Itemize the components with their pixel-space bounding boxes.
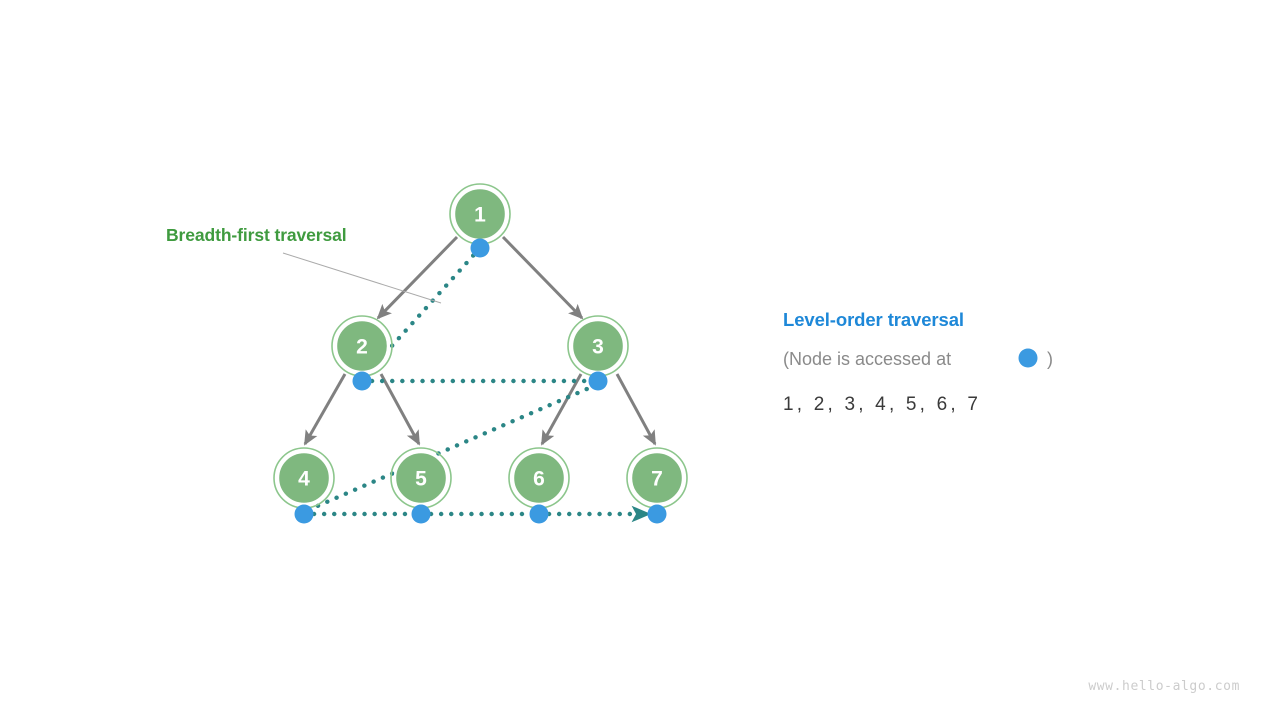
edge-1-3 (501, 235, 584, 320)
visit-dots (294, 238, 667, 524)
edge-2-5 (379, 373, 421, 446)
node-label: 1 (474, 204, 486, 227)
visit-dot-node-1 (470, 238, 490, 258)
edge-2-4 (303, 373, 347, 446)
bfs-annotation: Breadth-first traversal (166, 225, 442, 304)
node-circle (629, 450, 685, 506)
node-label: 2 (356, 336, 368, 359)
visit-dot-node-7 (647, 504, 667, 524)
tree-node-4[interactable]: 4 (273, 447, 335, 509)
legend-visit-dot-icon (1018, 348, 1038, 368)
node-label: 5 (415, 468, 427, 491)
visit-dot-node-5 (411, 504, 431, 524)
tree-node-5[interactable]: 5 (390, 447, 452, 509)
panel-subtitle-after: ) (1047, 349, 1053, 369)
path-3-4 (303, 382, 599, 514)
leader-line (282, 252, 442, 304)
edge-3-7 (615, 373, 657, 446)
panel-subtitle-before: (Node is accessed at (783, 349, 951, 369)
node-label: 7 (651, 468, 663, 491)
node-circle (393, 450, 449, 506)
tree-node-7[interactable]: 7 (626, 447, 688, 509)
tree-node-2[interactable]: 2 (331, 315, 393, 377)
visit-dot-node-2 (352, 371, 372, 391)
node-label: 6 (533, 468, 545, 491)
path-1-2 (361, 245, 483, 380)
tree-node-1[interactable]: 1 (449, 183, 511, 245)
tree-node-6[interactable]: 6 (508, 447, 570, 509)
traversal-path (303, 245, 652, 523)
bfs-label: Breadth-first traversal (166, 225, 347, 245)
watermark: www.hello-algo.com (1088, 679, 1240, 694)
traversal-sequence: 1, 2, 3, 4, 5, 6, 7 (783, 394, 981, 415)
node-label: 3 (592, 336, 604, 359)
visit-dot-node-4 (294, 504, 314, 524)
visit-dot-node-6 (529, 504, 549, 524)
visit-dot-node-3 (588, 371, 608, 391)
tree-node-3[interactable]: 3 (567, 315, 629, 377)
edge-3-6 (540, 373, 583, 446)
node-circle (511, 450, 567, 506)
edge-1-2 (376, 235, 459, 320)
tree-edges (303, 235, 657, 446)
node-label: 4 (298, 468, 310, 491)
panel-title: Level-order traversal (783, 309, 964, 330)
legend-panel: Level-order traversal (Node is accessed … (783, 309, 1053, 415)
node-circle (276, 450, 332, 506)
